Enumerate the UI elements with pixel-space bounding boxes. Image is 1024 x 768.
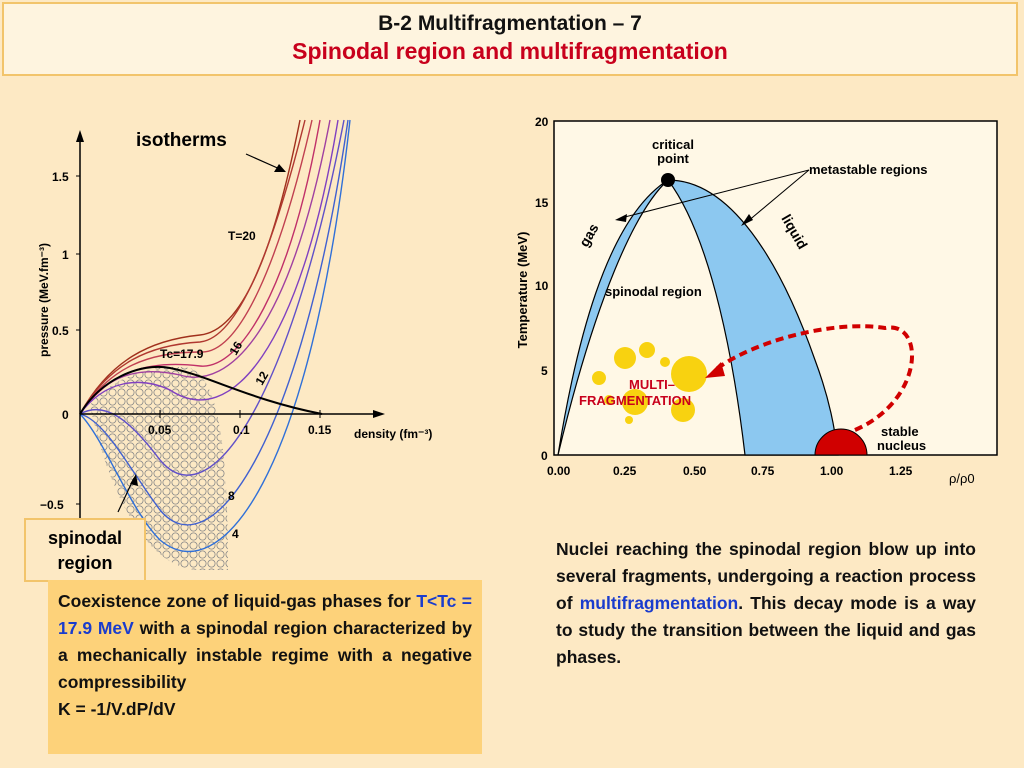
ytick-1: 1: [62, 248, 69, 262]
critical-isotherm: [79, 365, 323, 415]
isotherms-label: isotherms: [136, 130, 227, 151]
x-axis-label: density (fm⁻³): [354, 427, 432, 441]
ytick-0.5: 0.5: [52, 324, 69, 338]
rtick-x100: 1.00: [820, 464, 844, 478]
isotherms-arrow: [245, 153, 283, 171]
metastable-label: metastable regions: [809, 162, 928, 177]
xtick-0.1: 0.1: [233, 423, 250, 437]
label-t20: T=20: [228, 229, 256, 243]
coexistence-description: Coexistence zone of liquid-gas phases fo…: [48, 580, 482, 754]
slide-subtitle: Spinodal region and multifragmentation: [292, 38, 728, 64]
isotherm-curve: [79, 119, 345, 476]
compressibility-formula: K = -1/V.dP/dV: [58, 699, 176, 719]
spinodal-region-label: spinodal region: [24, 518, 146, 582]
phase-diagram: 20 15 10 5 0 0.00 0.25 0.50 0.75 1.00 1.…: [515, 115, 998, 486]
isotherm-curve: [79, 119, 349, 526]
slide-header: B-2 Multifragmentation – 7 Spinodal regi…: [2, 2, 1018, 76]
isotherm-curve: [79, 119, 313, 415]
rtick-y5: 5: [541, 364, 548, 378]
label-4: 4: [232, 527, 239, 541]
spinodal-hatch: [90, 366, 228, 570]
critical-point-marker: [661, 173, 675, 187]
xtick-0.15: 0.15: [308, 423, 332, 437]
multifragmentation-highlight: multifragmentation: [579, 593, 739, 613]
isotherm-curve: [79, 119, 301, 415]
stable-nucleus: [814, 428, 868, 456]
ytick-0: 0: [62, 408, 69, 422]
label-12: 12: [252, 369, 271, 388]
isotherm-curve: [79, 119, 339, 415]
label-8: 8: [228, 489, 235, 503]
rtick-y0: 0: [541, 449, 548, 463]
multifragmentation-description: Nuclei reaching the spinodal region blow…: [556, 539, 976, 667]
ytick-neg0.5: −0.5: [40, 498, 64, 512]
y-axis-label: pressure (MeV.fm⁻³): [37, 243, 51, 357]
spinodal-label-right: spinodal region: [605, 284, 702, 299]
rtick-y15: 15: [535, 196, 549, 210]
fragments-cluster: [592, 342, 707, 424]
stable-2: nucleus: [877, 438, 926, 453]
isotherm-curve: [79, 119, 306, 415]
r-x-label: ρ/ρ0: [949, 471, 975, 486]
rtick-x0: 0.00: [547, 464, 571, 478]
isotherm-curve: [79, 119, 351, 553]
isotherms-plot: 1.5 1 0.5 0 −0.5 0.05 0.1 0.15 density (…: [37, 119, 432, 570]
rtick-x075: 0.75: [751, 464, 775, 478]
dashed-arrow: [713, 324, 914, 432]
multifrag-1: MULTI–: [629, 377, 675, 392]
xtick-0.05: 0.05: [148, 423, 172, 437]
ytick-1.5: 1.5: [52, 170, 69, 184]
rtick-x125: 1.25: [889, 464, 913, 478]
stable-1: stable: [881, 424, 919, 439]
r-y-label: Temperature (MeV): [515, 232, 530, 349]
rtick-y10: 10: [535, 279, 549, 293]
critical-label-2: point: [657, 151, 689, 166]
critical-label-1: critical: [652, 137, 694, 152]
slide-title: B-2 Multifragmentation – 7: [378, 12, 642, 35]
multifrag-2: FRAGMENTATION: [579, 393, 691, 408]
label-16: 16: [226, 339, 245, 358]
label-tc: Tc=17.9: [160, 347, 204, 361]
rtick-x050: 0.50: [683, 464, 707, 478]
rtick-y20: 20: [535, 115, 549, 129]
rtick-x025: 0.25: [613, 464, 637, 478]
tc-highlight: T<Tc = 17.9 MeV: [58, 591, 472, 638]
